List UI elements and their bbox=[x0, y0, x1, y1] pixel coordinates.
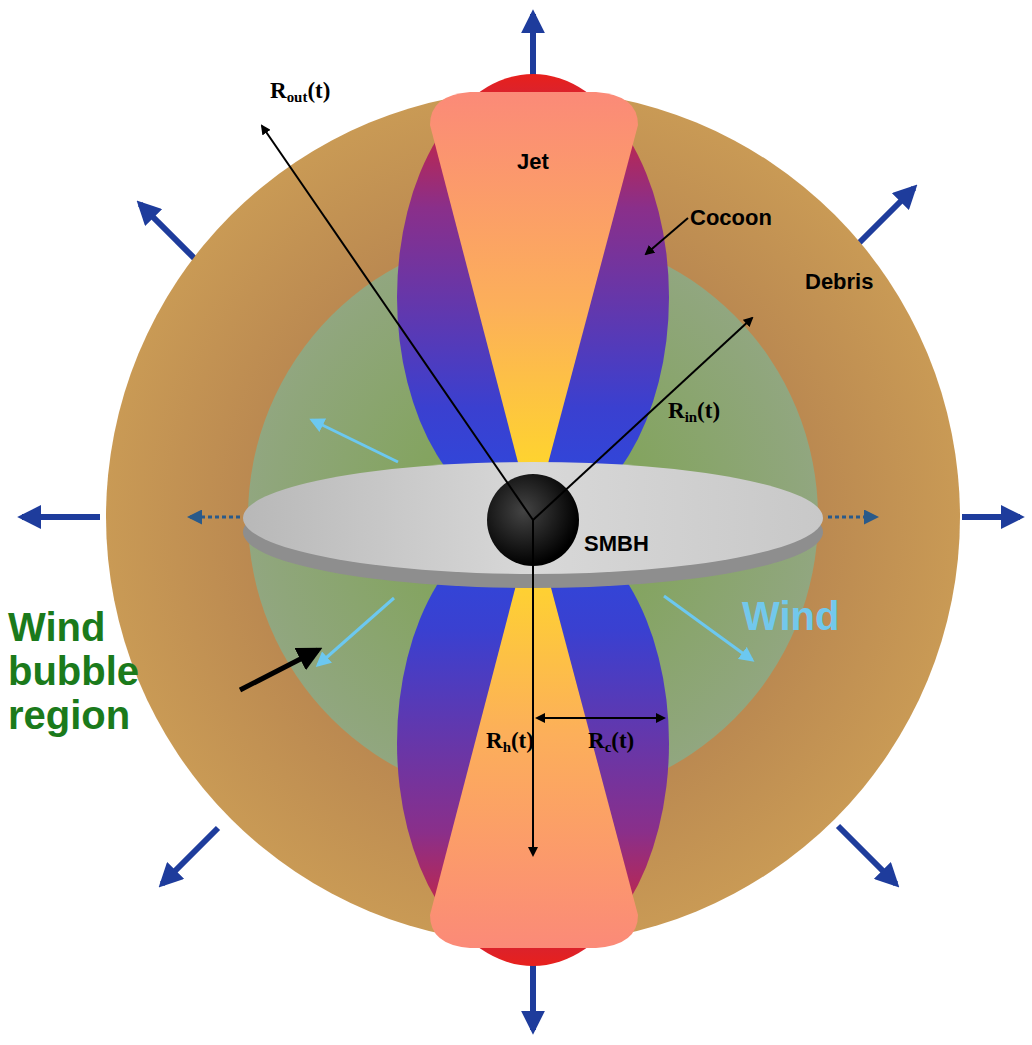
jet-label: Jet bbox=[517, 150, 549, 174]
radius-label: Rin(t) bbox=[668, 398, 720, 425]
cocoon-label: Cocoon bbox=[690, 206, 772, 230]
debris-label: Debris bbox=[805, 270, 873, 294]
cocoon bbox=[397, 74, 669, 520]
wind-label: Wind bbox=[742, 594, 839, 638]
cocoon bbox=[397, 520, 669, 966]
debris-shell bbox=[106, 90, 960, 944]
radius-label: Rh(t) bbox=[486, 728, 534, 755]
radius-label: Rc(t) bbox=[588, 728, 634, 755]
smbh-label: SMBH bbox=[584, 532, 649, 556]
region-label: Wind bubble region bbox=[8, 605, 238, 737]
radius-label: Rout(t) bbox=[270, 78, 330, 105]
jet-cone bbox=[430, 92, 638, 520]
